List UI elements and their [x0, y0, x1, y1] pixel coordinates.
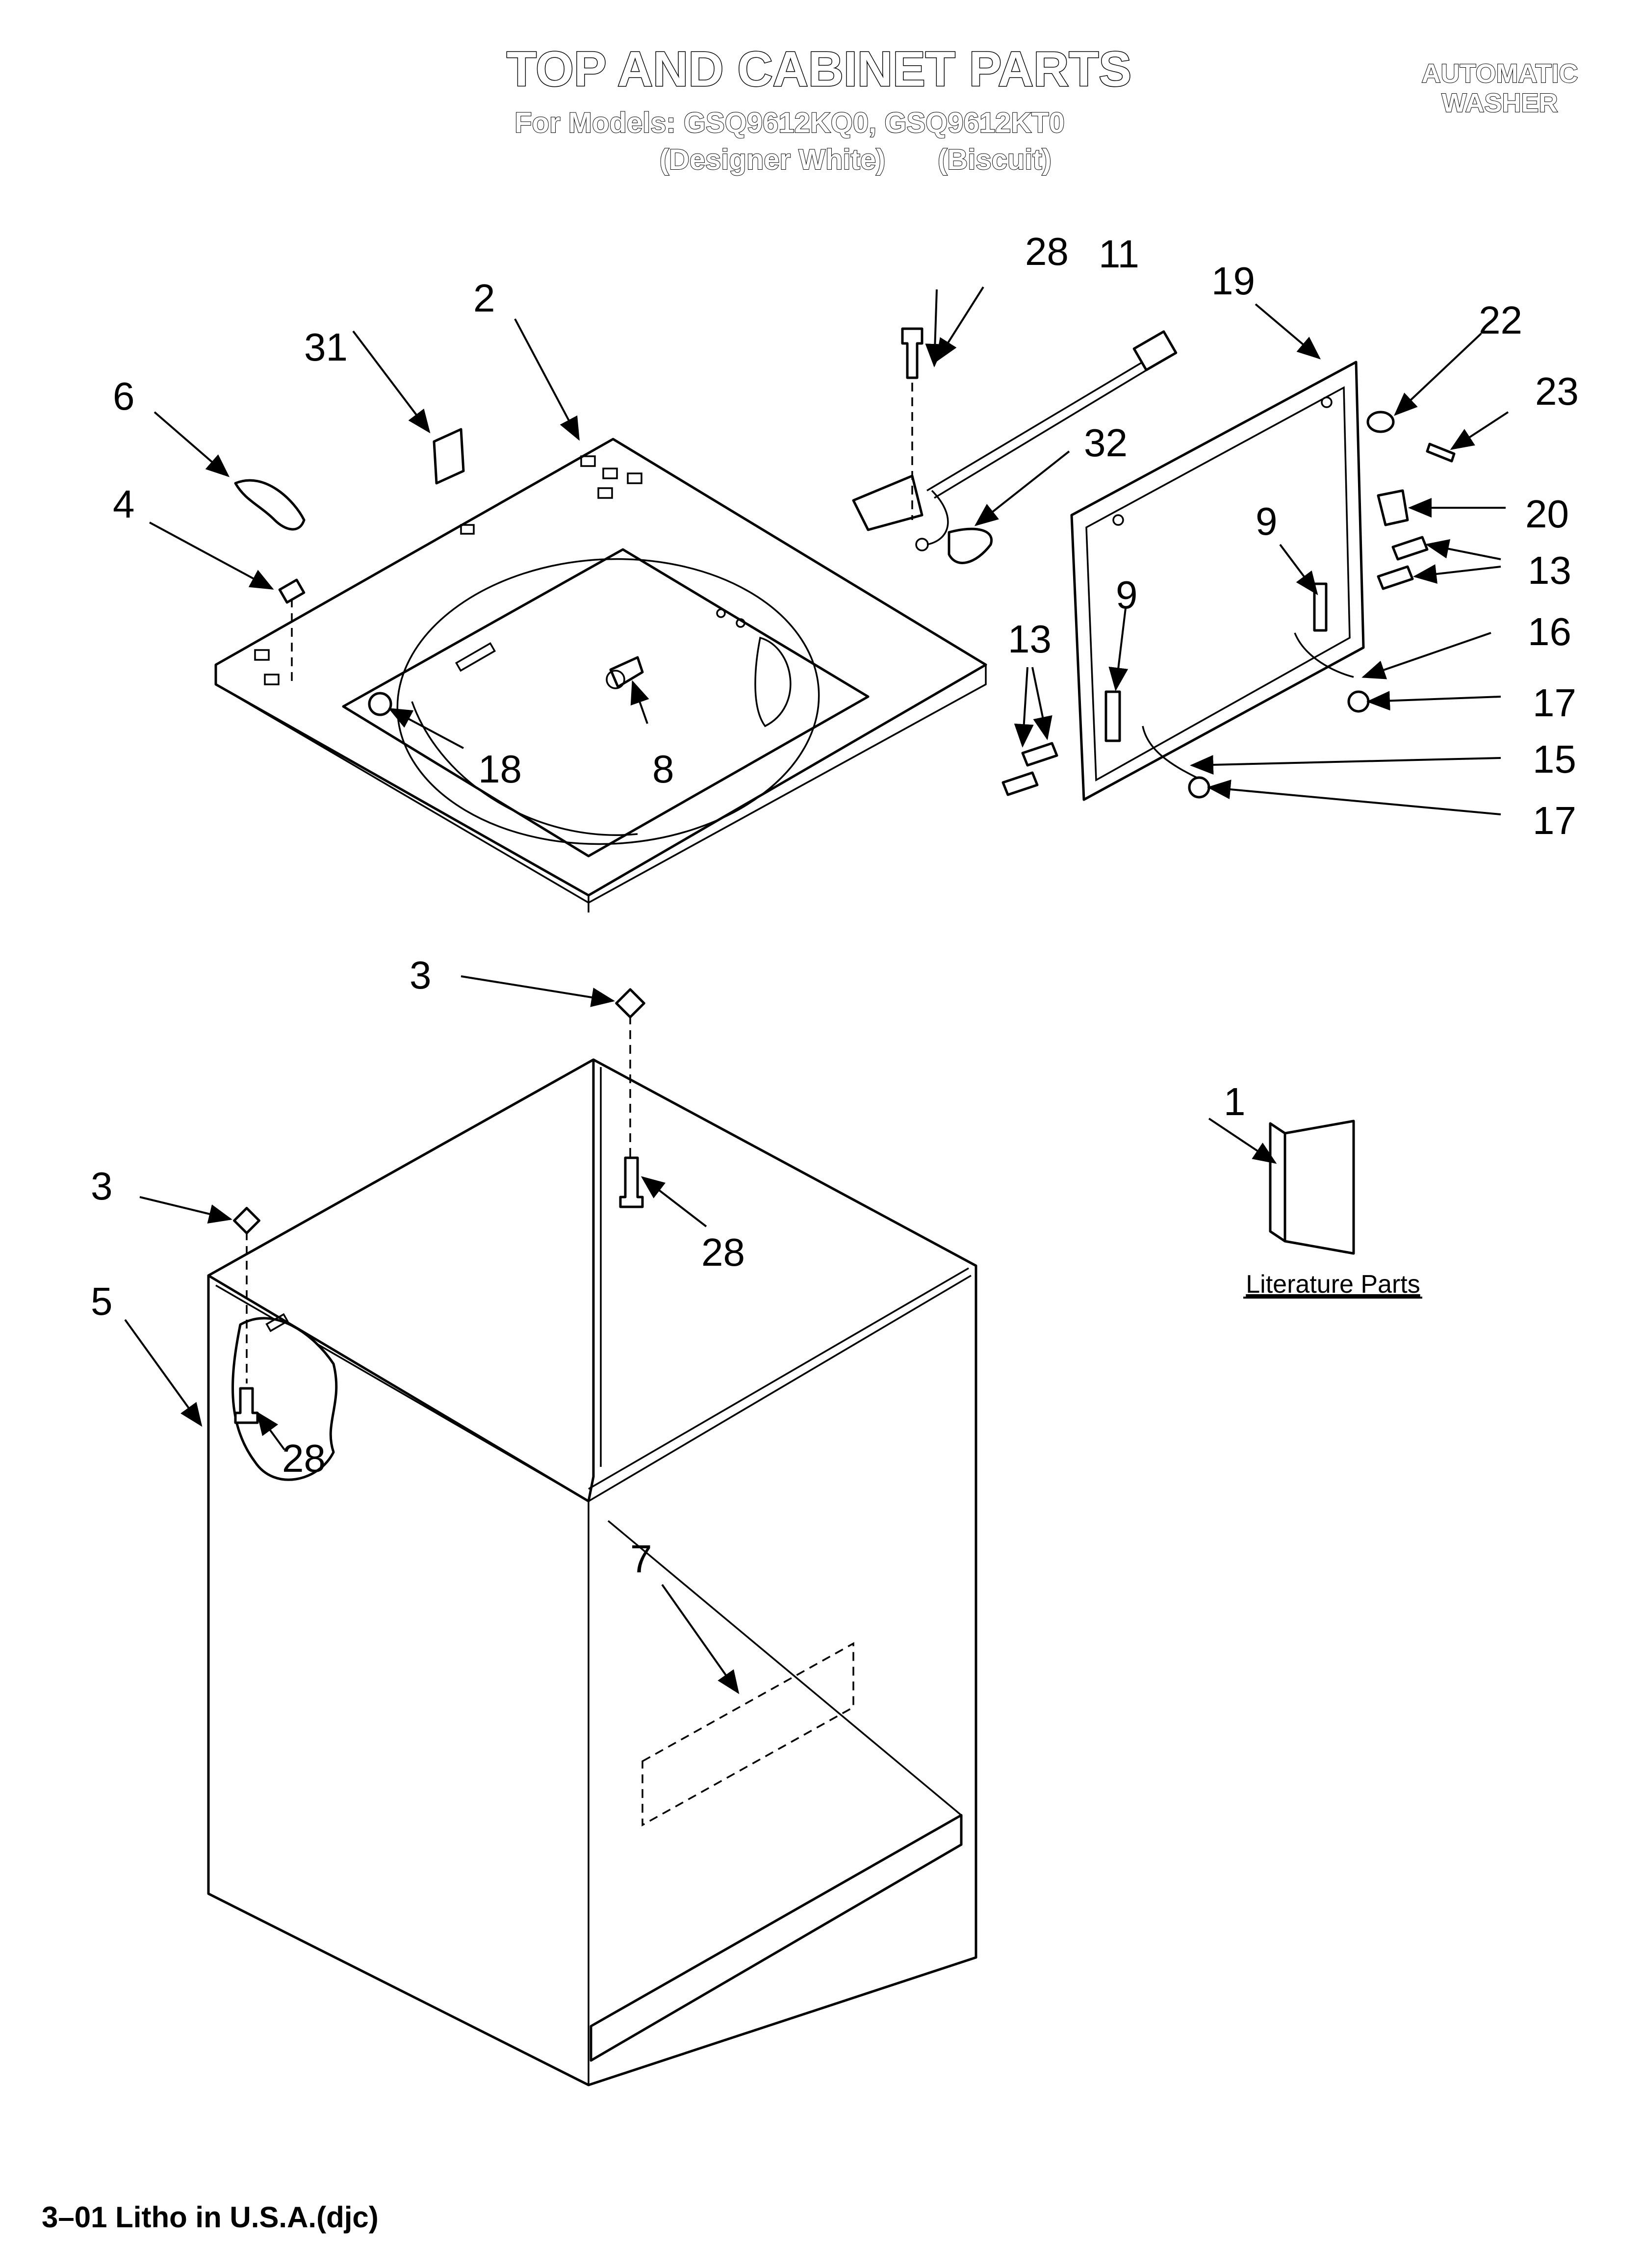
product-type-line-1: AUTOMATIC [1422, 59, 1578, 88]
pin-part-23 [1426, 443, 1456, 463]
callout-6: 6 [113, 374, 135, 418]
switch-part-20 [1377, 489, 1409, 526]
nut-part-3-center [615, 988, 645, 1177]
literature-pack-part-1 [1269, 1120, 1355, 1255]
lid-switch-harness [852, 330, 1178, 551]
callout-9-left: 9 [1116, 573, 1138, 617]
callout-3-center: 3 [410, 953, 432, 997]
callout-20: 20 [1525, 492, 1569, 536]
washer-part-22 [1366, 411, 1395, 433]
litho-footer: 3–01 Litho in U.S.A.(djc) [42, 2201, 379, 2234]
callout-1: 1 [1224, 1080, 1246, 1123]
bracket-part-9-left [1104, 690, 1121, 742]
console-frame [1070, 361, 1365, 801]
clip-part-4 [278, 578, 306, 684]
callout-15: 15 [1533, 737, 1576, 781]
callout-numbers: 1 2 3 3 4 5 6 7 8 9 9 11 13 13 15 16 17 … [91, 230, 1579, 1581]
tube-part-16 [1294, 632, 1370, 713]
models-line: For Models: GSQ9612KQ0, GSQ9612KT0 [514, 107, 1065, 139]
callout-16: 16 [1528, 610, 1571, 653]
cabinet [207, 1058, 977, 2086]
callout-31: 31 [304, 325, 348, 369]
callout-18: 18 [478, 747, 522, 791]
callout-17-lower: 17 [1533, 799, 1576, 842]
callout-28-left: 28 [282, 1436, 326, 1480]
hoses-part-13-right [1377, 536, 1429, 590]
callout-13-right: 13 [1528, 548, 1571, 592]
callout-8: 8 [652, 747, 674, 791]
callout-2: 2 [473, 276, 495, 320]
callout-17-upper: 17 [1533, 681, 1576, 725]
screw-part-8 [606, 656, 644, 689]
clip-part-6 [234, 479, 306, 531]
callout-28-center: 28 [701, 1230, 745, 1274]
callout-4: 4 [113, 482, 135, 526]
page-title: TOP AND CABINET PARTS [507, 42, 1131, 97]
screw-part-28-center [619, 1156, 644, 1208]
callout-22: 22 [1479, 298, 1522, 342]
hinge-part-32 [948, 527, 993, 564]
color-biscuit: (Biscuit) [938, 144, 1052, 176]
callout-28-top: 28 [1025, 230, 1069, 273]
product-type-line-2: WASHER [1441, 88, 1558, 118]
callout-19: 19 [1211, 259, 1255, 303]
callout-9-right: 9 [1256, 499, 1278, 543]
color-designer-white: (Designer White) [660, 144, 886, 176]
nut-part-3-left [233, 1207, 260, 1383]
callout-3-left: 3 [91, 1164, 113, 1208]
callout-7: 7 [630, 1537, 652, 1581]
grommet-part-18 [368, 692, 392, 716]
bracket-part-9-right [1313, 582, 1328, 632]
callout-11: 11 [1099, 232, 1139, 276]
callout-23: 23 [1535, 369, 1579, 413]
hoses-part-13-left [1001, 742, 1058, 796]
literature-parts-label: Literature Parts [1246, 1270, 1420, 1299]
callout-5: 5 [91, 1279, 113, 1323]
callout-32: 32 [1084, 421, 1128, 465]
bracket-part-31 [433, 428, 465, 485]
screw-part-28-top [901, 327, 924, 520]
callout-13-left: 13 [1008, 617, 1052, 661]
leader-lines [124, 286, 1509, 1694]
washer-top [214, 438, 987, 912]
